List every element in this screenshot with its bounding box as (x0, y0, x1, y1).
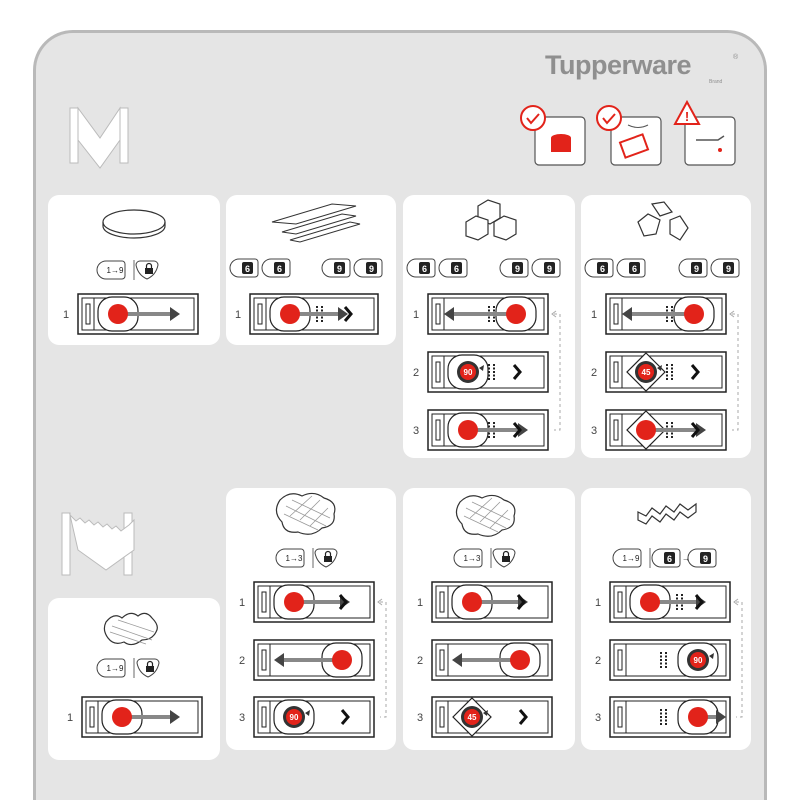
card-waffle-slices-45 (403, 488, 575, 750)
card-crinkle-sticks (581, 488, 751, 750)
brand-logo: Tupperware (545, 50, 692, 80)
card-slices (48, 195, 220, 345)
card-crinkle-slices (48, 598, 220, 760)
card-diamond-cubes (581, 195, 751, 458)
card-cubes (403, 195, 575, 458)
brand-subtitle: Brand (709, 79, 723, 85)
brand-registered-mark: ® (733, 54, 739, 61)
card-waffle-slices (226, 488, 396, 750)
card-sticks (226, 195, 396, 345)
